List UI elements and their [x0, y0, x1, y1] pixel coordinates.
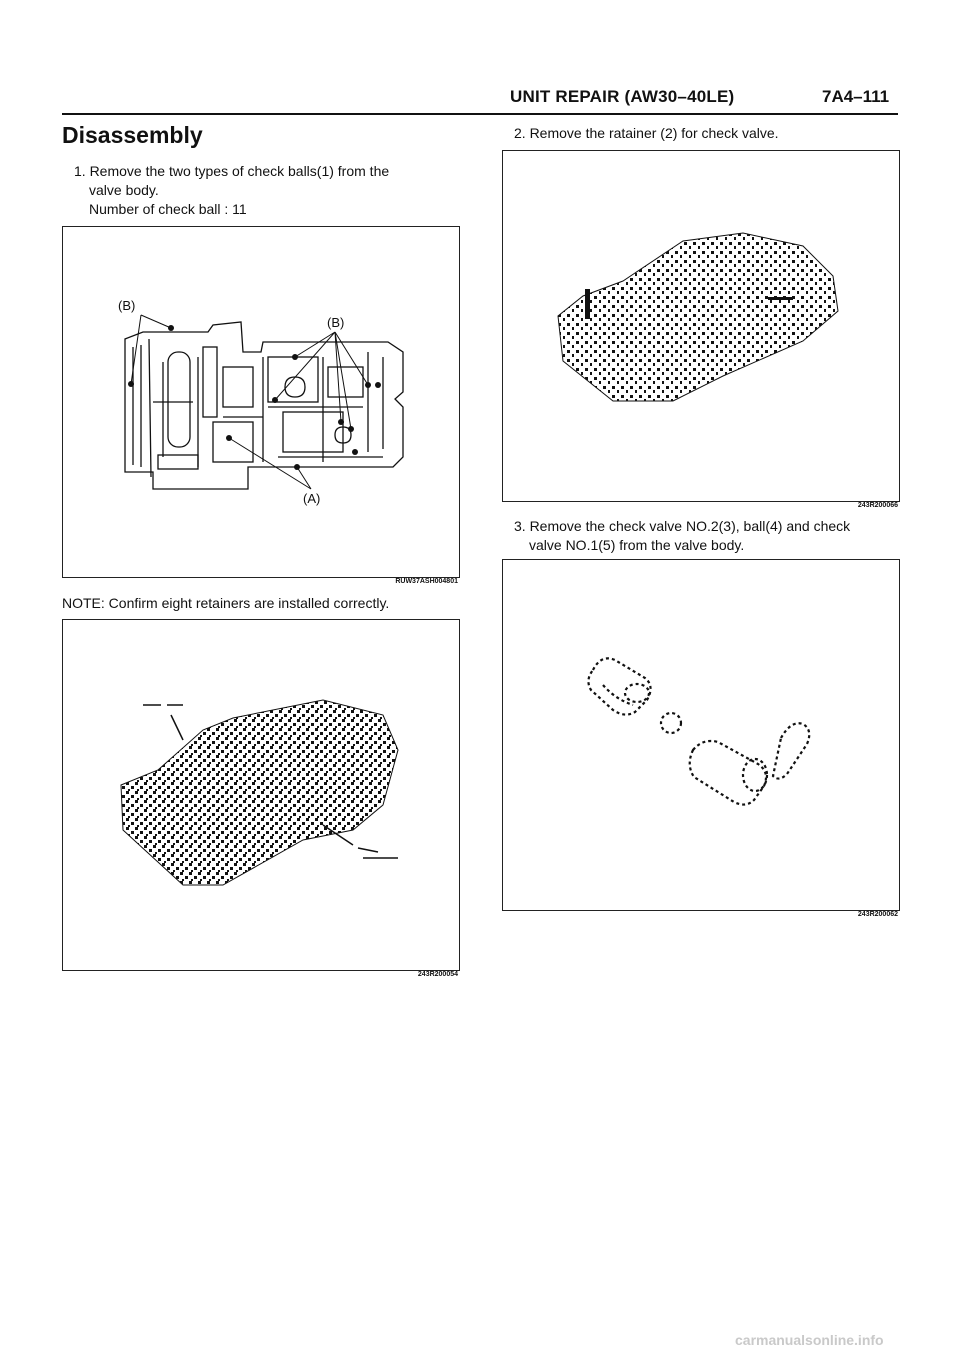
callout-b-left: (B) — [118, 298, 136, 313]
figure-retainers — [62, 619, 460, 971]
step3-line1: 3. Remove the check valve NO.2(3), ball(… — [514, 518, 851, 534]
figure-check-valves-ball — [502, 559, 900, 911]
figure-code: 243R200062 — [857, 911, 898, 918]
figure-valve-body: (B) (B) (A) — [62, 226, 460, 578]
check-valves-illustration — [587, 657, 811, 806]
header-rule — [62, 113, 898, 115]
figure-code: RUW37ASH004801 — [395, 578, 458, 585]
figure-code: 243R200066 — [857, 502, 898, 509]
callout-a: (A) — [303, 491, 321, 506]
note-text: NOTE: Confirm eight retainers are instal… — [62, 595, 390, 611]
watermark: carmanualsonline.info — [735, 1332, 884, 1348]
step1-line1: 1. Remove the two types of check balls(1… — [74, 163, 390, 179]
figure-retainer-check-valve — [502, 150, 900, 502]
step3-line2: valve NO.1(5) from the valve body. — [529, 537, 745, 553]
section-title: Disassembly — [62, 122, 203, 148]
callout-b-right: (B) — [327, 315, 345, 330]
figure-code: 243R200054 — [417, 971, 458, 978]
retainers-illustration — [120, 699, 399, 886]
step1-line3: Number of check ball : 11 — [89, 201, 247, 217]
retainer-illustration — [557, 232, 839, 402]
step2-text: 2. Remove the ratainer (2) for check val… — [514, 125, 779, 141]
page-code: 7A4–111 — [822, 87, 890, 106]
header-title: UNIT REPAIR (AW30–40LE) — [510, 87, 735, 106]
valve-body-illustration — [124, 314, 404, 490]
step1-line2: valve body. — [89, 182, 159, 198]
